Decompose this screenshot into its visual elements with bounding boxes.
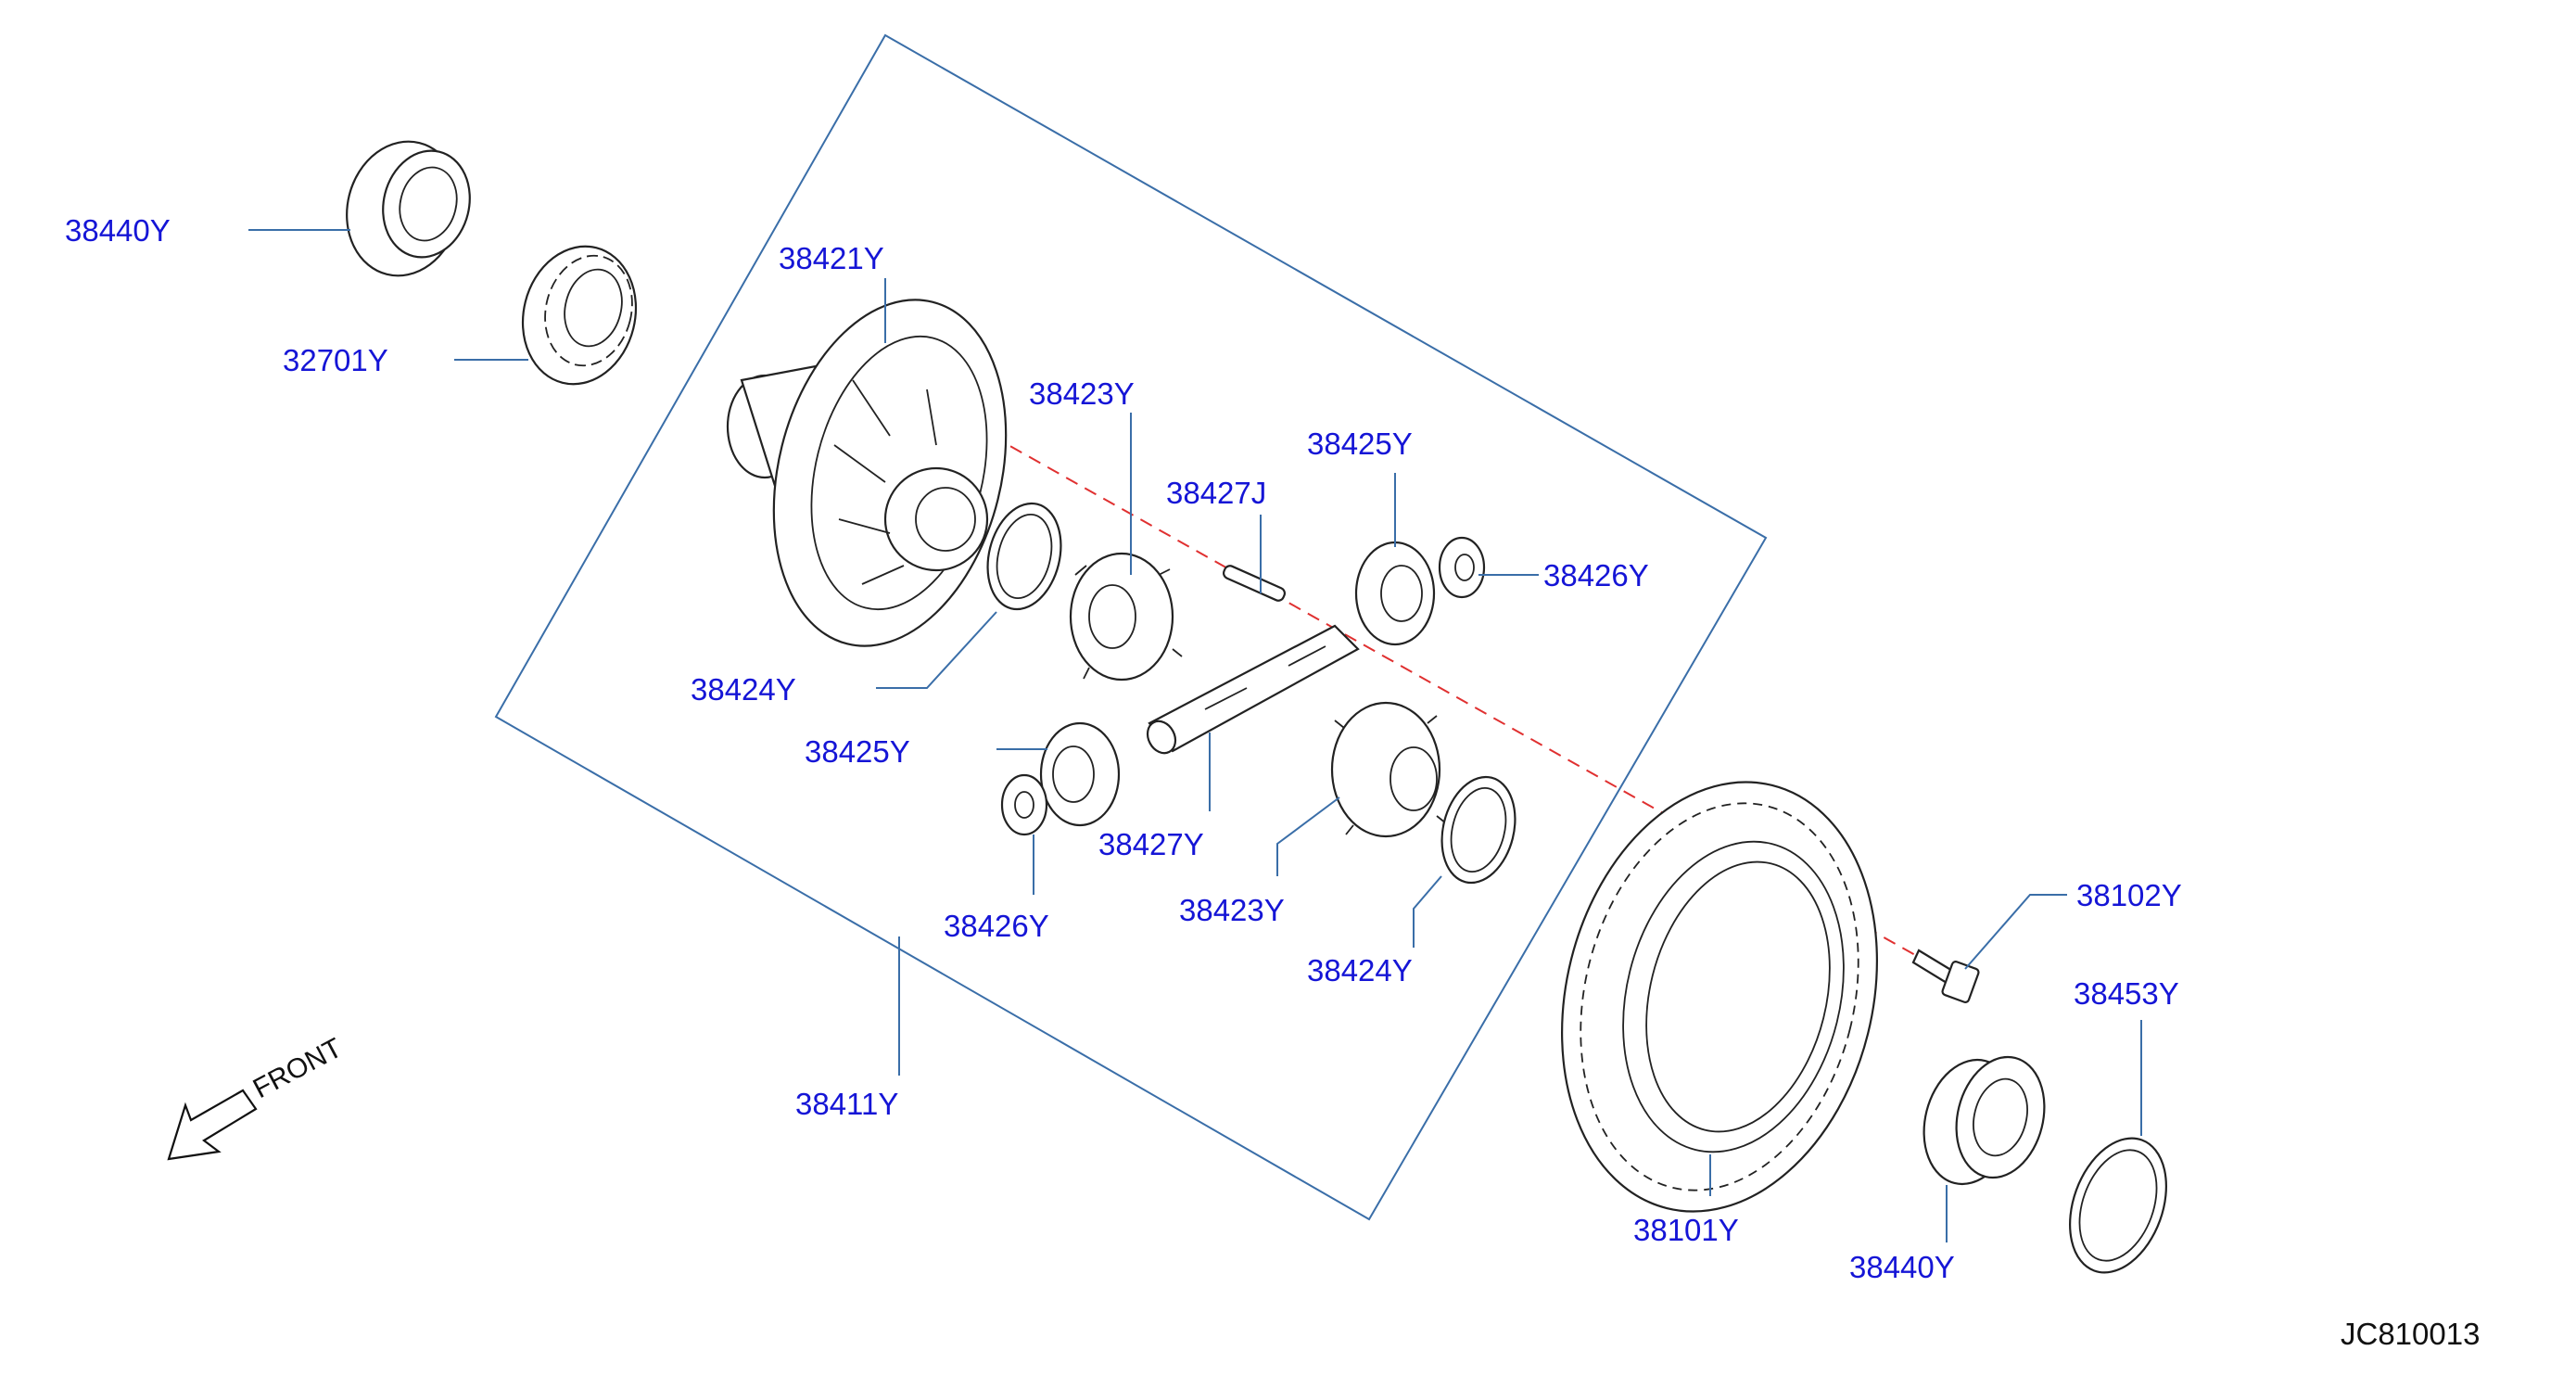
- label-38101Y: 38101Y: [1633, 1213, 1739, 1247]
- diagram-code: JC810013: [2341, 1317, 2480, 1351]
- ring-gear: [1561, 781, 1878, 1213]
- label-38426Y-upper: 38426Y: [1543, 558, 1649, 592]
- label-38411Y: 38411Y: [795, 1087, 898, 1121]
- side-gear-lower: [1330, 701, 1447, 838]
- label-38424Y-lower: 38424Y: [1307, 953, 1413, 987]
- pinion-gear-upper: [1354, 541, 1436, 646]
- part-labels: 38440Y 32701Y 38421Y 38423Y 38425Y 38427…: [65, 213, 2182, 1284]
- pinion-washer-lower: [1000, 773, 1048, 836]
- label-38425Y-upper: 38425Y: [1307, 427, 1413, 461]
- label-38453Y: 38453Y: [2074, 976, 2179, 1011]
- bearing-top: [346, 140, 471, 277]
- side-gear-upper: [1069, 552, 1183, 682]
- assembly-frame: [494, 33, 1768, 1221]
- lock-pin: [1223, 565, 1286, 602]
- differential-case: [726, 299, 1008, 647]
- label-38423Y-upper: 38423Y: [1029, 376, 1135, 411]
- pinion-gear-lower: [1039, 721, 1121, 827]
- pinion-shaft: [1146, 624, 1360, 755]
- thrust-washer-lower: [1440, 775, 1516, 885]
- bearing-bottom: [1922, 1055, 2046, 1186]
- label-38427Y: 38427Y: [1098, 827, 1204, 861]
- label-38427J: 38427J: [1166, 476, 1266, 510]
- center-axis-line: [991, 435, 1924, 961]
- label-38440Y-bottom: 38440Y: [1849, 1250, 1955, 1284]
- label-32701Y: 32701Y: [283, 343, 388, 377]
- label-38102Y: 38102Y: [2076, 878, 2182, 912]
- ring-gear-bolt: [1911, 949, 1980, 1003]
- roller-bearing: [521, 245, 638, 386]
- front-arrow-icon: [167, 1089, 258, 1161]
- leader-lines: [248, 229, 2142, 1242]
- label-38426Y-lower: 38426Y: [944, 909, 1049, 943]
- thrust-washer-upper: [986, 502, 1062, 611]
- label-38424Y-upper: 38424Y: [691, 672, 796, 707]
- label-38440Y-top: 38440Y: [65, 213, 171, 248]
- label-38425Y-lower: 38425Y: [805, 734, 910, 769]
- front-label: FRONT: [248, 1033, 348, 1105]
- label-38423Y-lower: 38423Y: [1179, 893, 1285, 927]
- label-38421Y: 38421Y: [779, 241, 884, 275]
- pinion-washer-upper: [1438, 536, 1486, 599]
- adjusting-shim: [2069, 1137, 2167, 1274]
